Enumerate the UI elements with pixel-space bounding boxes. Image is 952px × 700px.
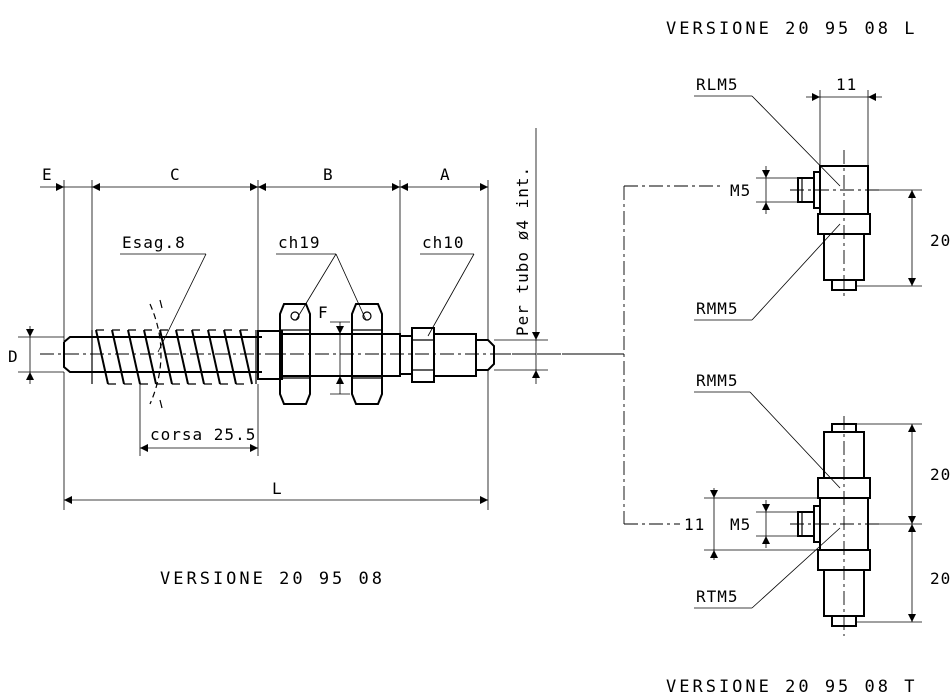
dim-tube	[494, 128, 548, 384]
hex-label: Esag.8	[122, 233, 186, 252]
version-t-dim-thread	[756, 500, 798, 548]
nut-right-hole	[362, 311, 372, 321]
version-l-thread-label: M5	[730, 181, 751, 200]
nut-left-hole	[290, 311, 300, 321]
version-t-height-top: 20	[930, 465, 951, 484]
dim-label-e: E	[42, 165, 53, 184]
version-l-width-label: 11	[836, 75, 857, 94]
tube-label: Per tubo ø4 int.	[513, 166, 532, 336]
version-t-part-bottom: RTM5	[696, 587, 739, 606]
ch10-nut	[411, 327, 435, 383]
version-l-dim-thread	[756, 166, 798, 214]
ch19-label: ch19	[278, 233, 321, 252]
version-t-dim-heights	[856, 423, 922, 623]
ch10-label: ch10	[422, 233, 465, 252]
version-l-fitting	[790, 150, 880, 298]
version-t-height-bottom: 20	[930, 569, 951, 588]
dim-label-b: B	[323, 165, 334, 184]
main-view	[40, 299, 620, 409]
nut-right	[351, 303, 383, 405]
collar	[399, 335, 413, 375]
dim-d	[18, 326, 64, 384]
hex-stop-outline-2	[159, 299, 163, 409]
version-l-title: VERSIONE 20 95 08 L	[666, 19, 917, 39]
stroke-label: corsa 25.5	[150, 425, 256, 444]
version-l-leaders	[694, 95, 841, 321]
dim-l	[63, 370, 489, 510]
spring	[91, 329, 257, 385]
dim-f	[330, 321, 350, 395]
dim-label-f: F	[318, 303, 329, 322]
version-l-part-top: RLM5	[696, 75, 739, 94]
version-l-part-bottom: RMM5	[696, 299, 739, 318]
threaded-rod	[63, 336, 262, 373]
dim-label-d: D	[8, 347, 19, 366]
tube-nozzle	[476, 339, 495, 371]
version-l-dim-height	[856, 189, 922, 287]
version-t-leaders	[694, 391, 841, 609]
dim-stroke	[139, 384, 259, 456]
variant-connector	[566, 185, 720, 525]
top-dimensions	[40, 180, 489, 342]
version-t-thread-label: M5	[730, 515, 751, 534]
nut-left	[279, 303, 311, 405]
knurled-fitting	[433, 333, 477, 377]
dim-label-l: L	[272, 479, 283, 498]
version-t-part-top: RMM5	[696, 371, 739, 390]
version-t-fitting	[790, 416, 880, 636]
version-t-offset-label: 11	[684, 515, 705, 534]
version-t-title: VERSIONE 20 95 08 T	[666, 677, 917, 697]
version-t-dim-offset	[704, 488, 820, 560]
hex-stop-outline	[149, 303, 162, 405]
dim-label-a: A	[440, 165, 451, 184]
version-l-dim-width	[806, 90, 882, 166]
dim-label-c: C	[170, 165, 181, 184]
leaders-main	[120, 253, 475, 353]
version-l-height-label: 20	[930, 231, 951, 250]
main-title: VERSIONE 20 95 08	[160, 569, 385, 589]
